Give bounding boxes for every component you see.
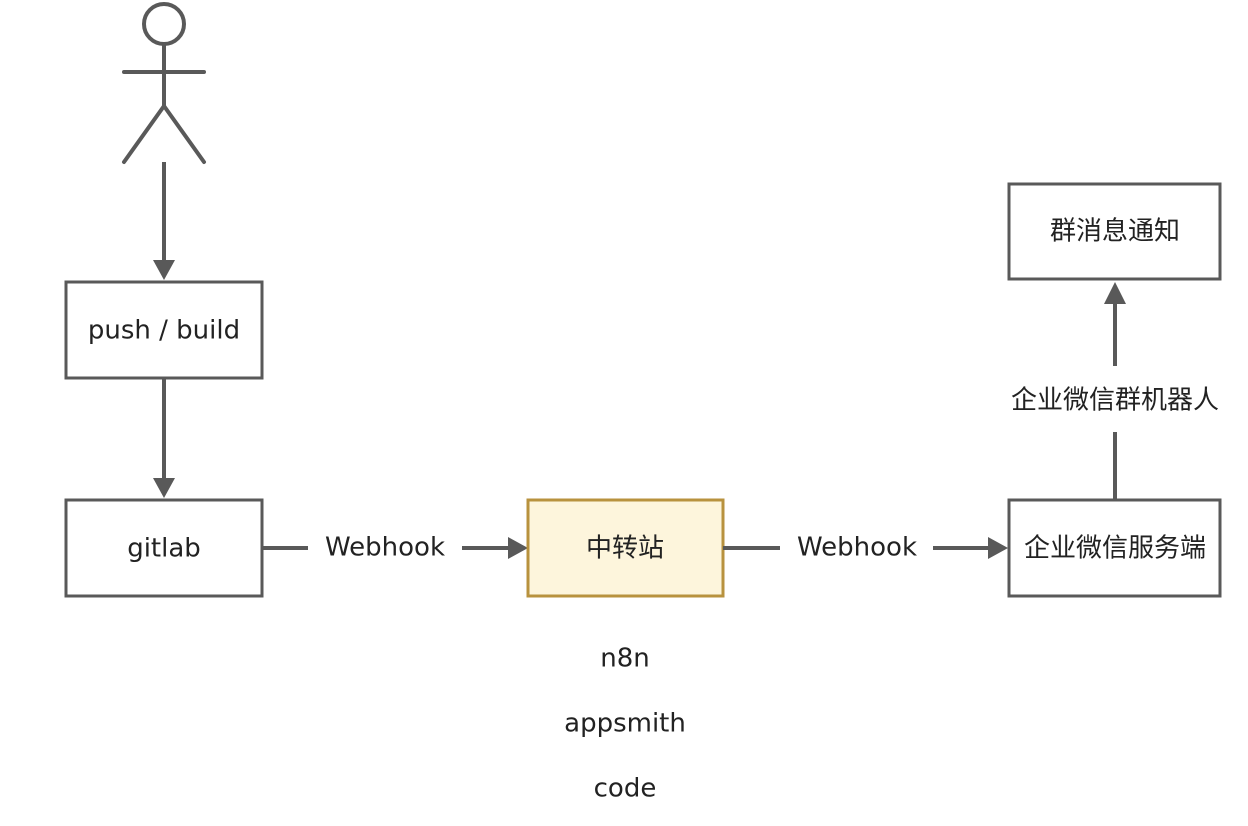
relay-option: code (594, 774, 657, 804)
node-relay-label: 中转站 (586, 534, 664, 564)
edge-label-webhook-2: Webhook (797, 533, 917, 563)
node-wecom-server-label: 企业微信服务端 (1024, 534, 1206, 564)
edge-label-webhook-1: Webhook (325, 533, 445, 563)
node-group-notice-label: 群消息通知 (1050, 217, 1180, 247)
relay-option: appsmith (564, 709, 686, 739)
arrow-head-icon (153, 478, 175, 498)
edge-label-group-bot: 企业微信群机器人 (1011, 386, 1219, 416)
person-icon (122, 2, 206, 164)
relay-option: n8n (600, 644, 650, 674)
node-push-build: push / build (64, 280, 264, 380)
push-to-gitlab-arrow (153, 378, 175, 498)
node-gitlab-label: gitlab (127, 534, 201, 564)
actor-to-push-arrow (153, 162, 175, 280)
arrow-head-icon (508, 537, 528, 559)
relay-to-server-edge: Webhook (723, 533, 1008, 563)
node-group-notice: 群消息通知 (1007, 182, 1222, 281)
server-to-notice-edge: 企业微信群机器人 (1011, 282, 1219, 500)
gitlab-to-relay-edge: Webhook (262, 533, 528, 563)
node-push-build-label: push / build (88, 316, 240, 346)
arrow-head-icon (988, 537, 1008, 559)
arrow-head-icon (1104, 282, 1126, 304)
arrow-head-icon (153, 260, 175, 280)
node-relay: 中转站 (526, 498, 725, 598)
node-wecom-server: 企业微信服务端 (1007, 498, 1222, 598)
relay-options: n8n appsmith code (564, 644, 686, 804)
node-gitlab: gitlab (64, 498, 264, 598)
